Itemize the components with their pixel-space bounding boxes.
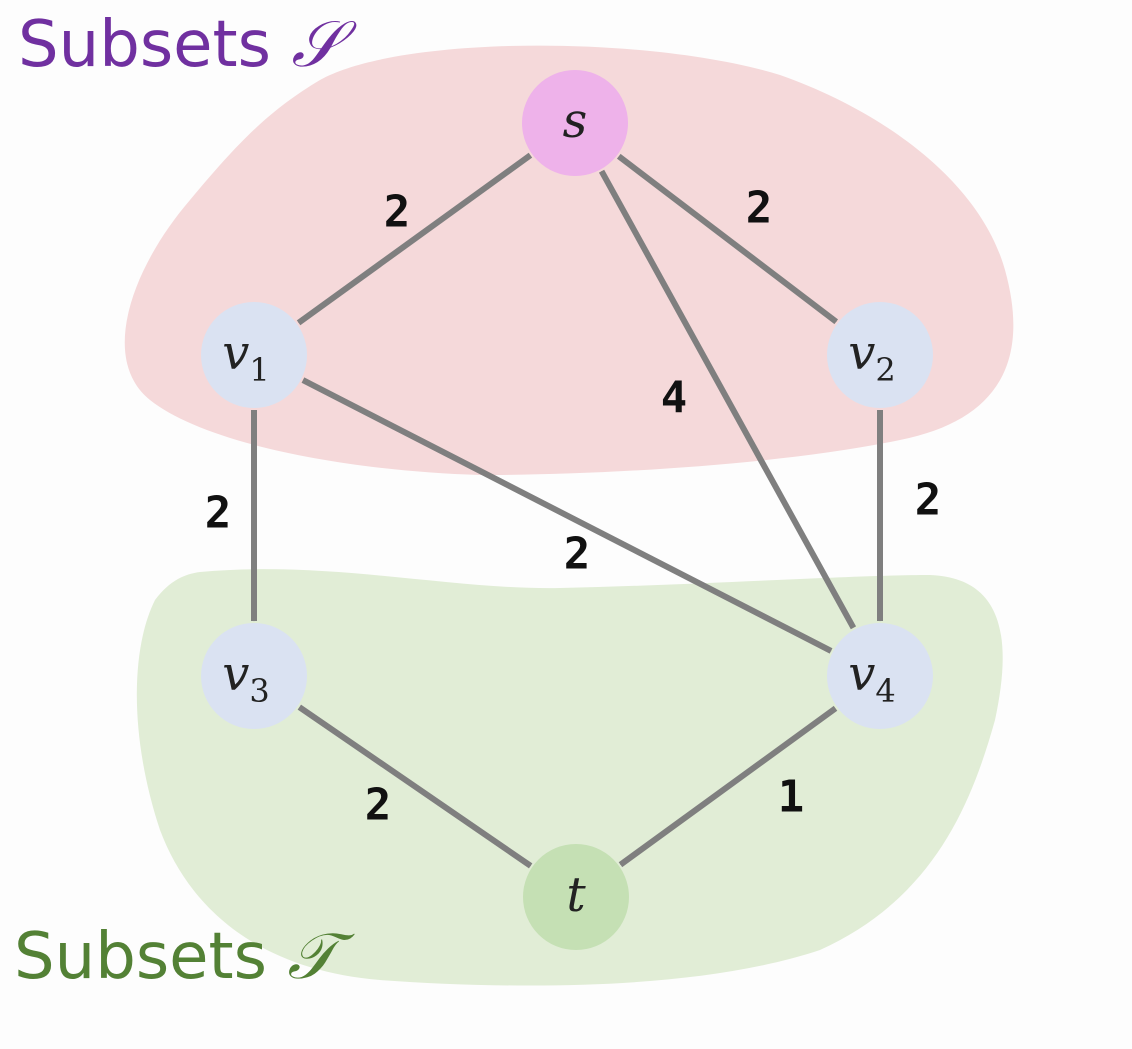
source-subset-prefix: Subsets [18, 8, 291, 82]
node-circle-v4 [827, 623, 933, 729]
node-subscript-v2: 2 [875, 351, 895, 389]
node-circle-v3 [201, 623, 307, 729]
edge-weight-v1-v3: 2 [205, 488, 232, 539]
edge-v1-v4 [301, 377, 833, 654]
node-v4: v4 [827, 623, 933, 729]
node-circle-t [523, 844, 629, 950]
node-subscript-v3: 3 [249, 672, 269, 710]
edge-s-v2 [616, 153, 839, 325]
node-label-v1: v1 [222, 325, 269, 389]
edge-weight-v3-t: 2 [365, 780, 392, 831]
node-label-v4: v4 [848, 646, 895, 710]
node-label-s: s [563, 93, 588, 149]
edge-v3-t [297, 704, 533, 869]
node-label-v3: v3 [222, 646, 269, 710]
node-subscript-v1: 1 [249, 351, 269, 389]
edge-weight-v2-v4: 2 [915, 475, 942, 526]
target-subset-label: Subsets 𝒯 [14, 920, 355, 994]
node-circle-v1 [201, 302, 307, 408]
node-label-t: t [566, 867, 586, 923]
node-circle-s [522, 70, 628, 176]
edges-layer [251, 152, 883, 869]
weights-layer: 2 2 4 2 2 2 2 1 [205, 183, 942, 831]
node-s: s [522, 70, 628, 176]
target-subset-prefix: Subsets [14, 920, 287, 994]
edge-v4-s [598, 169, 857, 630]
source-subset-label: Subsets 𝒮 [18, 8, 357, 82]
edge-s-v1 [296, 152, 533, 326]
source-subset-region [124, 45, 1014, 475]
node-subscript-v4: 4 [875, 672, 895, 710]
edge-weight-s-v2: 2 [746, 183, 773, 234]
target-subset-region [136, 569, 1003, 986]
node-v1: v1 [201, 302, 307, 408]
node-label-v2: v2 [848, 325, 895, 389]
edge-weight-v4-s: 4 [661, 373, 688, 424]
edge-weight-s-v1: 2 [384, 187, 411, 238]
edge-weight-v4-t: 1 [778, 772, 805, 823]
edge-weight-v1-v4: 2 [564, 529, 591, 580]
node-t: t [523, 844, 629, 950]
node-circle-v2 [827, 302, 933, 408]
edge-v4-t [618, 705, 838, 868]
node-v2: v2 [827, 302, 933, 408]
node-v3: v3 [201, 623, 307, 729]
nodes-layer: s v1 v2 v3 v4 t [201, 70, 933, 950]
